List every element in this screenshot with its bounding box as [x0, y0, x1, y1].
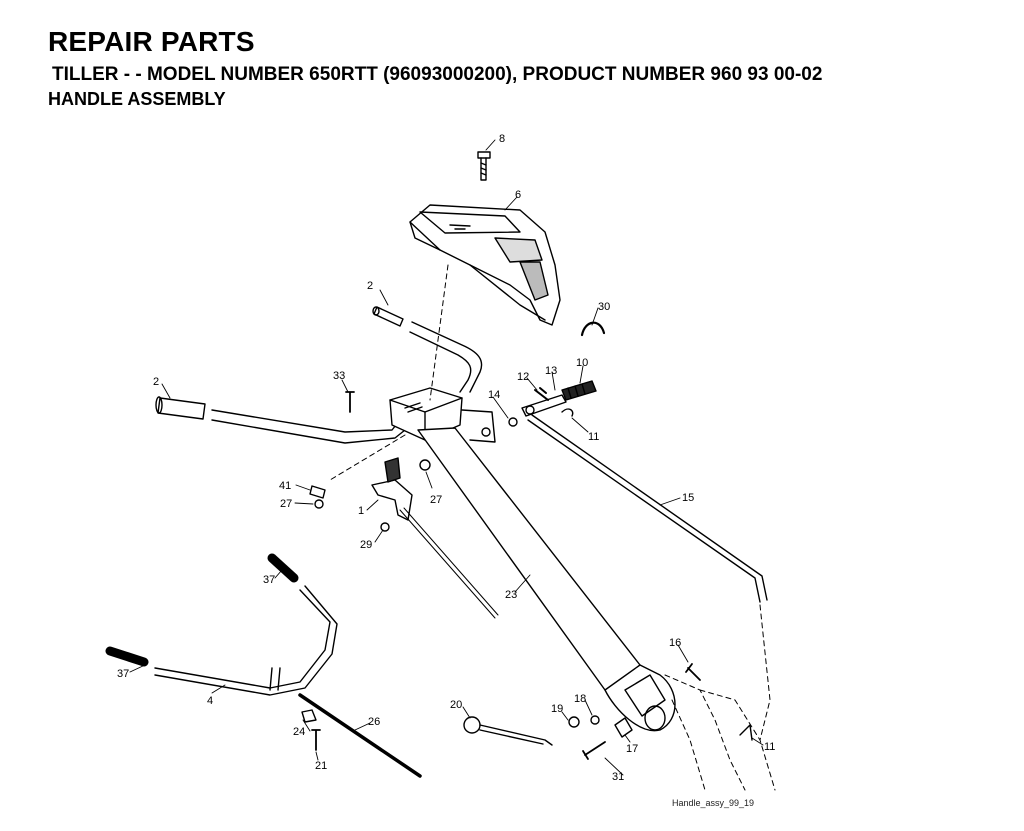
nut-29: [380, 522, 390, 532]
figure-reference: Handle_assy_99_19: [672, 798, 754, 808]
nut-27-left: [314, 499, 324, 509]
fastener-41: [309, 485, 326, 499]
label-20: 20: [450, 699, 462, 711]
grip-37-lower: [105, 646, 149, 667]
label-10: 10: [576, 357, 588, 369]
section-title: HANDLE ASSEMBLY: [48, 89, 226, 109]
model-subtitle: TILLER - - MODEL NUMBER 650RTT (96093000…: [52, 64, 823, 85]
bolt-16: [685, 663, 701, 681]
clip-24: [301, 709, 317, 723]
label-31: 31: [612, 771, 624, 783]
label-24: 24: [293, 726, 305, 738]
nut-27-right: [419, 459, 431, 471]
label-8: 8: [499, 133, 505, 145]
spacer-17: [614, 717, 633, 738]
knob-10: [561, 380, 597, 401]
rod-15: [527, 414, 768, 603]
label-17: 17: [626, 743, 638, 755]
handle-tube-21: [417, 427, 676, 732]
frame-dashed: [329, 264, 776, 791]
page-title: REPAIR PARTS: [48, 26, 255, 57]
label-29: 29: [360, 539, 372, 551]
shift-lever-4: [154, 585, 338, 696]
cable-26: [298, 693, 422, 778]
label-4: 4: [207, 695, 213, 707]
label-12: 12: [517, 371, 529, 383]
label-30: 30: [598, 301, 610, 313]
label-37-upper: 37: [263, 574, 275, 586]
label-16: 16: [669, 637, 681, 649]
washer-14: [508, 417, 518, 427]
console-part: [409, 204, 561, 326]
bolt-8: [477, 151, 491, 181]
label-27-left: 27: [280, 498, 292, 510]
label-11-lower: 11: [764, 741, 775, 753]
label-19: 19: [551, 703, 563, 715]
label-13: 13: [545, 365, 557, 377]
label-6: 6: [515, 189, 521, 201]
grip-2-upper: [372, 306, 404, 327]
washer-19: [568, 716, 580, 728]
pin-11-lower: [739, 724, 753, 741]
clutch-lever-20: [463, 716, 553, 746]
nut-18: [590, 715, 600, 725]
screw-12: [534, 387, 549, 401]
label-27-right: 27: [430, 494, 442, 506]
label-21: 23: [505, 589, 517, 601]
pin-11-upper: [561, 408, 574, 417]
label-41: 41: [279, 480, 291, 492]
label-2-left: 2: [153, 376, 159, 388]
screw-23: [311, 729, 321, 751]
label-1: 1: [358, 505, 364, 517]
label-33: 33: [333, 370, 345, 382]
grip-2-left: [155, 396, 206, 420]
label-2-upper: 2: [367, 280, 373, 292]
grip-37-upper: [267, 553, 299, 583]
label-11-upper: 11: [588, 431, 599, 443]
label-26: 26: [368, 716, 380, 728]
label-14: 14: [488, 389, 500, 401]
clip-ring-30: [580, 321, 606, 337]
label-18: 18: [574, 693, 586, 705]
part-labels: 8 6 30 2 2 33 12 13 10 14 11 15 41 27 1 …: [117, 133, 775, 783]
label-37-lower: 37: [117, 668, 129, 680]
label-15: 15: [682, 492, 694, 504]
leader-lines: [129, 139, 764, 776]
label-23: 21: [315, 760, 327, 772]
screw-33: [345, 391, 355, 413]
bolt-31: [582, 741, 606, 760]
lever-bracket-1: [371, 457, 499, 619]
